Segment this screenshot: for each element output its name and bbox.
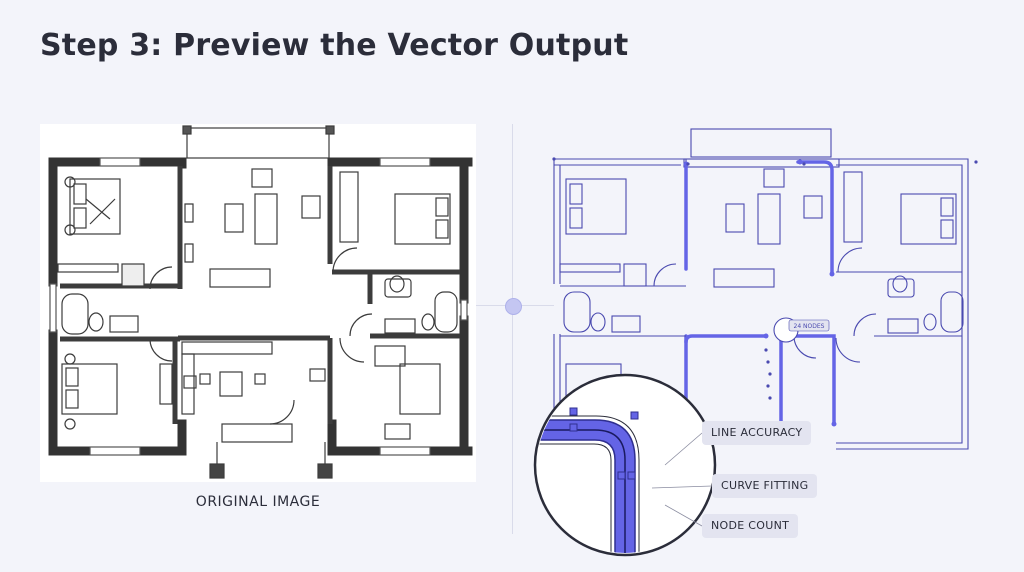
vector-balcony	[690, 128, 832, 158]
svg-text:24 NODES: 24 NODES	[794, 323, 825, 330]
sofa-2	[399, 363, 441, 415]
metric-node-count: NODE COUNT	[702, 514, 799, 538]
bed-2	[394, 193, 451, 245]
sofa-bottom	[209, 268, 271, 288]
coffee-table	[224, 203, 244, 233]
kitchen-counter	[181, 341, 273, 355]
bathtub-1	[61, 293, 89, 335]
bed-1	[69, 178, 121, 235]
node-count-tag: 24 NODES	[788, 319, 830, 332]
vector-floor-plan: 24 NODES	[552, 128, 978, 450]
divider-vertical	[512, 124, 513, 534]
metric-leader-lines	[651, 432, 713, 527]
balcony-top	[186, 127, 330, 159]
original-image-panel	[40, 124, 476, 482]
metric-line-accuracy: LINE ACCURACY	[702, 421, 812, 445]
page-title: Step 3: Preview the Vector Output	[40, 28, 629, 63]
original-image-caption: ORIGINAL IMAGE	[195, 494, 321, 510]
magnifier-loupe	[533, 373, 717, 557]
bed-3	[61, 363, 118, 415]
curve-nodes	[569, 407, 639, 480]
kitchen-table	[219, 371, 243, 397]
outer-walls	[48, 157, 473, 456]
vector-output-panel: 24 NODES	[536, 124, 1006, 564]
original-floor-plan	[48, 125, 473, 479]
sofa	[254, 193, 278, 245]
compare-handle[interactable]	[505, 298, 522, 315]
metric-curve-fitting: CURVE FITTING	[712, 474, 818, 498]
bathtub-2	[434, 291, 458, 333]
